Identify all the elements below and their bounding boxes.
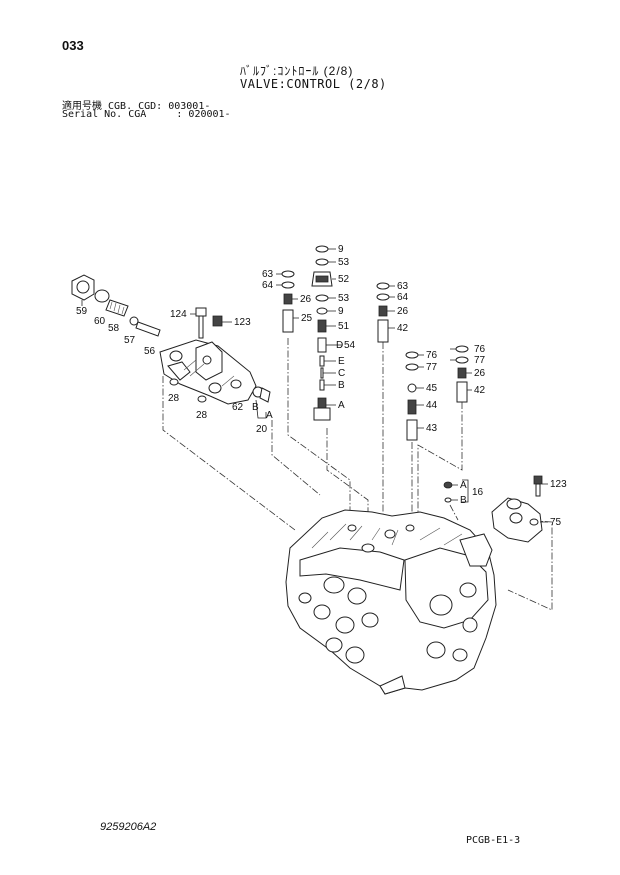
callout-9-top: 9 xyxy=(338,244,344,255)
document-number: 9259206A2 xyxy=(100,821,157,833)
callout-letter-A-orifice: A xyxy=(460,480,467,491)
stack-center xyxy=(311,245,333,421)
callout-52: 52 xyxy=(338,274,350,285)
callout-letter-B-orifice: B xyxy=(460,495,467,506)
title-japanese: ﾊﾞﾙﾌﾞ:ｺﾝﾄﾛｰﾙ (2/8) xyxy=(240,64,354,78)
callout-57: 57 xyxy=(124,335,136,346)
stack-left xyxy=(281,270,295,333)
control-valve-body xyxy=(285,509,497,695)
o-ring-60 xyxy=(94,289,110,303)
callout-20: 20 xyxy=(256,424,268,435)
cover-assembly-20 xyxy=(159,339,257,405)
callout-28-right: 28 xyxy=(196,410,208,421)
callout-77-center: 77 xyxy=(426,362,438,373)
callout-123-right: 123 xyxy=(550,479,567,490)
stack-far-right xyxy=(455,345,469,403)
plug-62 xyxy=(252,386,271,403)
callout-63-right: 63 xyxy=(397,281,409,292)
callout-59: 59 xyxy=(76,306,88,317)
serial-range-line-1: 適用号機 CGB. CGD: 003001- xyxy=(62,101,211,112)
callout-43: 43 xyxy=(426,423,438,434)
callout-25: 25 xyxy=(301,313,313,324)
spool-56 xyxy=(135,321,161,337)
orifice-16 xyxy=(443,481,453,503)
callout-28-left: 28 xyxy=(168,393,180,404)
callout-letter-E: E xyxy=(338,356,345,367)
leader-lines xyxy=(190,248,548,523)
callout-75: 75 xyxy=(550,517,562,528)
callout-labels: 9 53 52 53 9 51 54 D E C B A 63 64 26 25… xyxy=(76,244,567,528)
callout-51: 51 xyxy=(338,321,350,332)
callout-letter-B-center: B xyxy=(338,380,345,391)
callout-letter-D: D xyxy=(336,340,343,351)
callout-26-right: 26 xyxy=(397,306,409,317)
callout-58: 58 xyxy=(108,323,120,334)
callout-123-left: 123 xyxy=(234,317,251,328)
stack-76-43 xyxy=(405,351,419,441)
spring-58 xyxy=(105,299,129,317)
callout-124: 124 xyxy=(170,309,187,320)
stack-right-center xyxy=(376,282,390,343)
washer-57 xyxy=(129,316,139,326)
callout-42-center: 42 xyxy=(397,323,409,334)
connector-123-right xyxy=(533,475,543,497)
callout-44: 44 xyxy=(426,400,438,411)
callout-63-left: 63 xyxy=(262,269,274,280)
callout-16: 16 xyxy=(472,487,484,498)
callout-56: 56 xyxy=(144,346,156,357)
callout-26-left: 26 xyxy=(300,294,312,305)
connector-123-left xyxy=(212,315,223,327)
callout-77-right: 77 xyxy=(474,355,486,366)
page-number: 033 xyxy=(62,38,84,53)
callout-76-right: 76 xyxy=(474,344,486,355)
callout-letter-B-cover: B xyxy=(252,402,259,413)
callout-62: 62 xyxy=(232,402,244,413)
plug-28 xyxy=(169,378,207,403)
cover-75 xyxy=(491,497,543,543)
callout-letter-C: C xyxy=(338,368,345,379)
title-english: VALVE:CONTROL (2/8) xyxy=(240,77,387,91)
callout-42-right: 42 xyxy=(474,385,486,396)
bolt-124 xyxy=(195,307,207,339)
callout-letter-A-center: A xyxy=(338,400,345,411)
callout-53-top: 53 xyxy=(338,257,350,268)
callout-54: 54 xyxy=(344,340,356,351)
callout-53-bottom: 53 xyxy=(338,293,350,304)
callout-letter-A-cover: A xyxy=(266,410,273,421)
callout-64-left: 64 xyxy=(262,280,274,291)
serial-range-line-2: Serial No. CGA : 020001- xyxy=(62,109,231,120)
callout-26-far-right: 26 xyxy=(474,368,486,379)
callout-9-bottom: 9 xyxy=(338,306,344,317)
plug-59 xyxy=(71,274,95,306)
callout-45: 45 xyxy=(426,383,438,394)
callout-64-right: 64 xyxy=(397,292,409,303)
callout-60: 60 xyxy=(94,316,106,327)
callout-76-center: 76 xyxy=(426,350,438,361)
sheet-code: PCGB-E1-3 xyxy=(466,835,521,846)
